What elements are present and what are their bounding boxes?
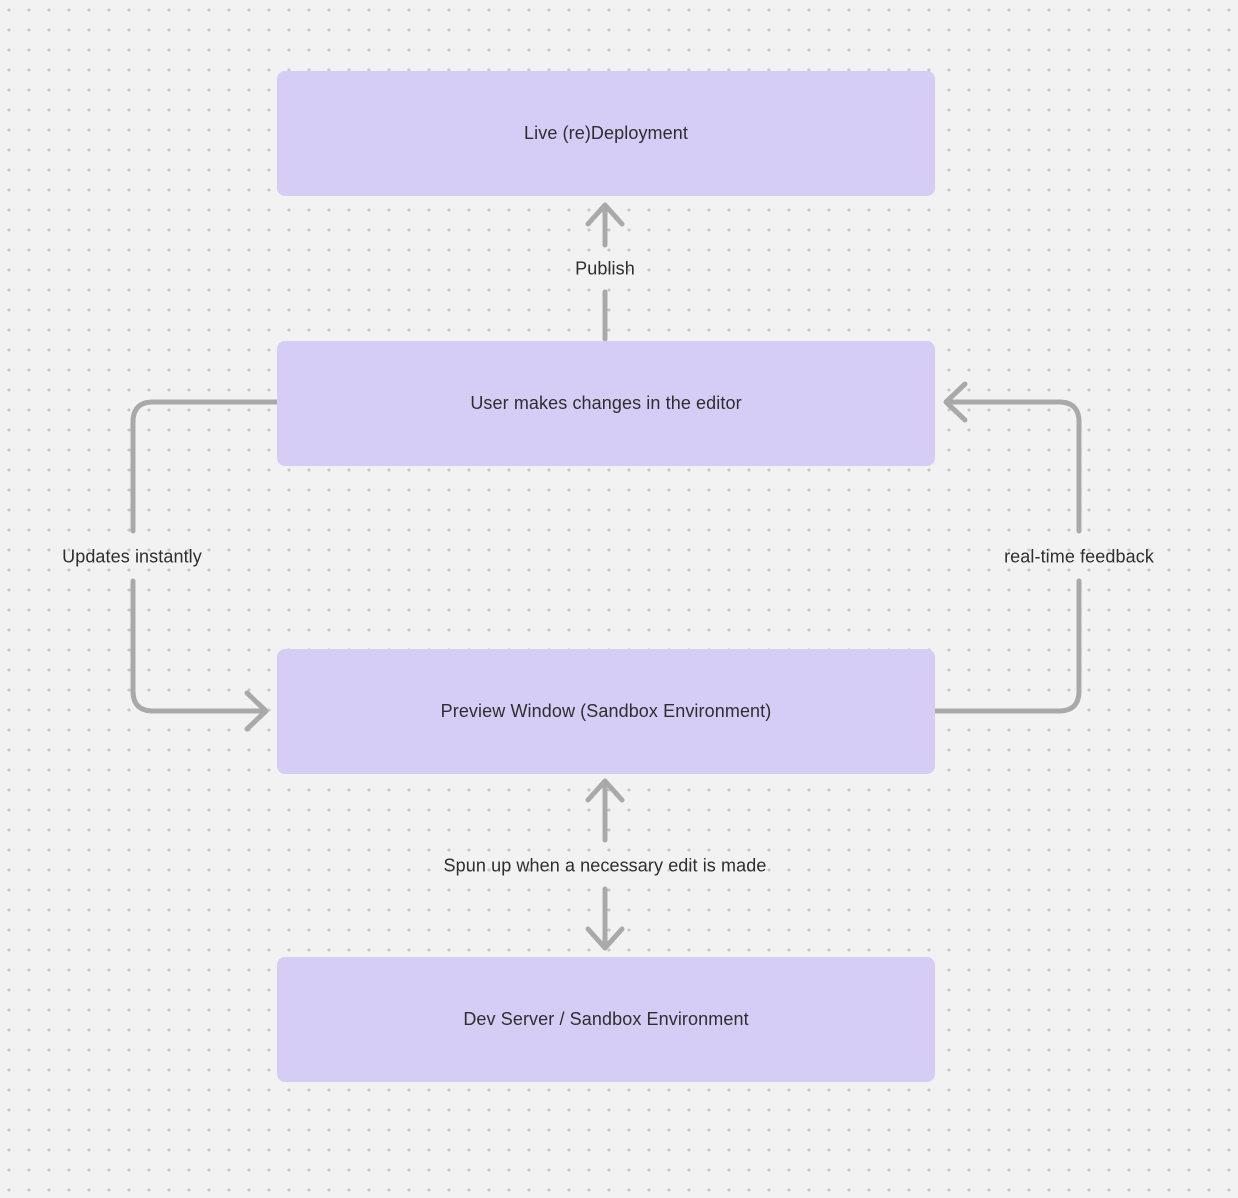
node-preview-window-label: Preview Window (Sandbox Environment) [440,701,772,721]
node-editor-changes[interactable]: User makes changes in the editor [277,341,935,466]
edge-publish-arrow [585,202,625,342]
node-dev-server[interactable]: Dev Server / Sandbox Environment [277,957,935,1082]
edge-label-realtime-feedback: real-time feedback [1004,546,1154,567]
edge-updates-instantly-arrow [130,399,280,732]
node-live-deployment-label: Live (re)Deployment [524,123,688,143]
edge-label-spun-up: Spun up when a necessary edit is made [443,855,767,876]
node-preview-window[interactable]: Preview Window (Sandbox Environment) [277,649,935,774]
edge-spun-up-arrow [585,778,625,951]
node-live-deployment[interactable]: Live (re)Deployment [277,71,935,196]
node-dev-server-label: Dev Server / Sandbox Environment [463,1009,749,1029]
edge-label-publish: Publish [575,258,635,279]
edge-realtime-feedback-arrow [932,381,1082,714]
node-editor-changes-label: User makes changes in the editor [470,393,742,413]
edge-label-updates-instantly: Updates instantly [62,546,202,567]
